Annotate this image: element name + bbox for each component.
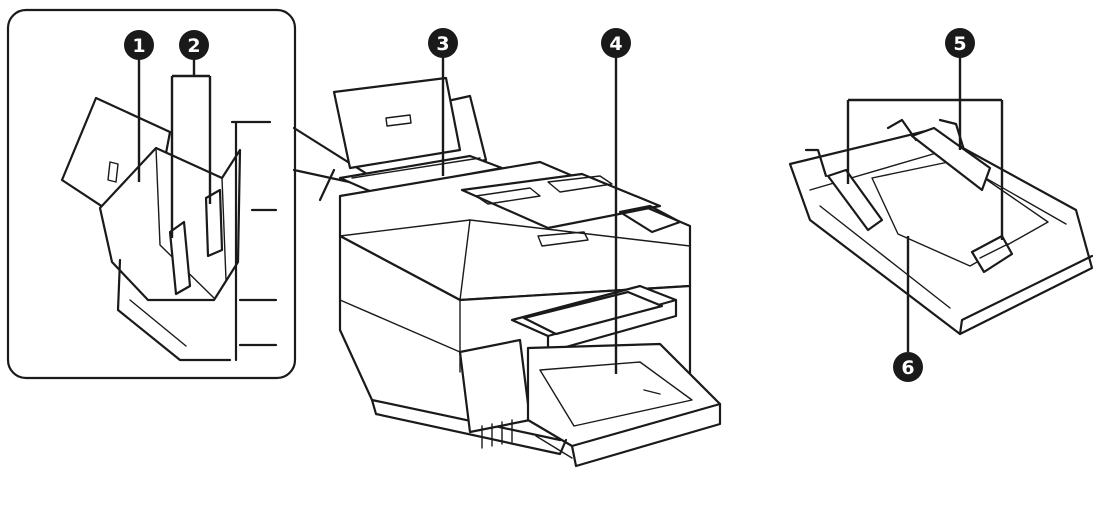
inset-edge-guide-left <box>168 220 192 296</box>
callout-1-number: 1 <box>132 35 145 57</box>
cassette-edge-guide-left <box>826 168 884 232</box>
callout-5-number: 5 <box>953 33 966 55</box>
ink-tank-front <box>458 338 532 434</box>
cassette-edge-guide-rear <box>910 126 992 192</box>
output-tray-paper <box>539 361 693 427</box>
printer-illustration: 3 4 <box>318 28 722 468</box>
callout-2-number: 2 <box>187 35 200 57</box>
rear-feed-inset: 1 2 <box>6 8 388 380</box>
rear-paper-support <box>332 76 462 170</box>
inset-printer-side <box>230 120 278 362</box>
callout-3-badge <box>428 28 458 58</box>
callout-1-badge <box>124 30 154 60</box>
leader-line-5 <box>846 56 1004 240</box>
callout-2-badge <box>179 30 209 60</box>
inset-edge-guide-right <box>204 188 224 258</box>
paper-cassette-illustration: 5 6 <box>788 28 1094 382</box>
callout-3-number: 3 <box>436 33 449 55</box>
control-panel-screen <box>522 290 664 336</box>
cassette-front-guide <box>970 234 1014 274</box>
callout-6-badge <box>893 352 923 382</box>
callout-4-badge <box>601 28 631 58</box>
inset-feeder-body <box>98 146 242 302</box>
callout-5-badge <box>945 28 975 58</box>
adf-input-tray <box>460 172 662 230</box>
leader-line-2 <box>170 58 212 238</box>
callout-4-number: 4 <box>609 33 622 55</box>
callout-6-number: 6 <box>901 357 914 379</box>
